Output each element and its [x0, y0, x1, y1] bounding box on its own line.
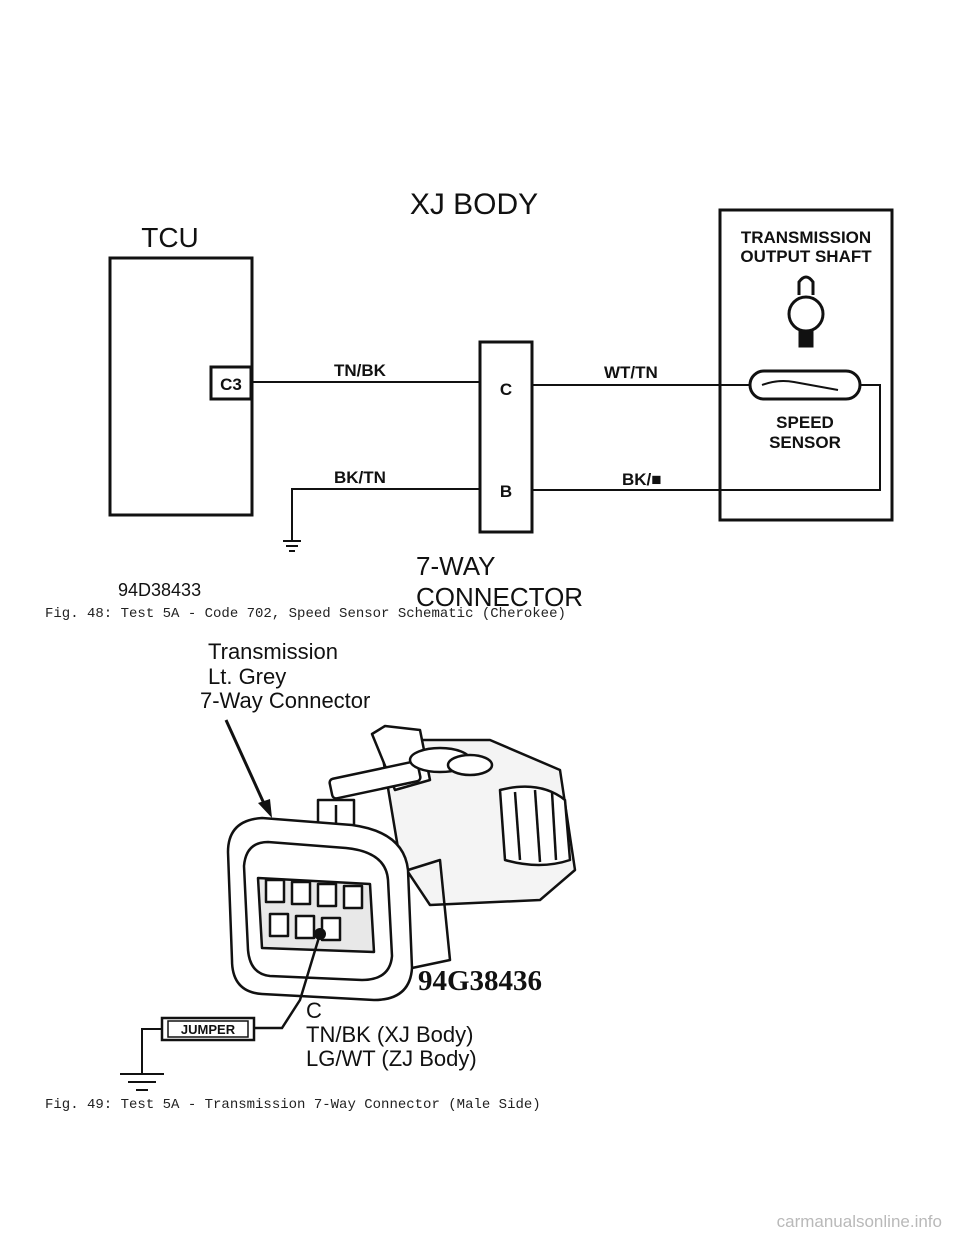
jumper-label-box	[167, 1020, 249, 1038]
wire-bk-right	[532, 384, 881, 491]
wire-wt-tn-label: WT/TN	[604, 363, 658, 382]
jumper-label: JUMPER	[181, 1022, 236, 1037]
speed-sensor-icon	[748, 369, 862, 401]
schematic-title: XJ BODY	[410, 188, 538, 221]
connector-drawing-id: 94G38436	[418, 965, 542, 997]
connector-illustration: Transmission Lt. Grey 7-Way Connector	[120, 639, 577, 1091]
ground-icon	[120, 1073, 164, 1091]
wire-bk-tn	[291, 488, 480, 540]
wire-bk-right-label: BK/■	[622, 470, 662, 489]
output-shaft-icon	[787, 275, 825, 348]
tcu-pin-label: C3	[220, 375, 242, 394]
transmission-label-line2: OUTPUT SHAFT	[740, 247, 872, 266]
jumper-ground-lead	[141, 1028, 162, 1074]
speed-sensor-label-line1: SPEED	[776, 413, 834, 432]
watermark: carmanualsonline.info	[776, 1212, 942, 1231]
figure-49-caption: Fig. 49: Test 5A - Transmission 7-Way Co…	[45, 1097, 541, 1113]
wire-bk-tn-label: BK/TN	[334, 468, 386, 487]
pin-label: C	[306, 998, 322, 1023]
connector-label-line2: CONNECTOR	[416, 582, 583, 612]
callout-arrow-icon	[224, 719, 272, 818]
connector-label-line1: 7-WAY	[416, 551, 495, 581]
seven-way-connector-box	[478, 340, 534, 534]
connector-pin-b: B	[500, 482, 512, 501]
seven-way-connector-icon	[226, 724, 577, 1002]
transmission-label-line1: TRANSMISSION	[741, 228, 871, 247]
wire-tn-bk-label: TN/BK	[334, 361, 387, 380]
pin-wire-xj: TN/BK (XJ Body)	[306, 1022, 473, 1047]
figure-48-caption: Fig. 48: Test 5A - Code 702, Speed Senso…	[45, 606, 566, 622]
tcu-pin-box	[209, 365, 253, 401]
ground-icon	[283, 540, 301, 552]
connector-pin-c: C	[500, 380, 512, 399]
pin-wire-zj: LG/WT (ZJ Body)	[306, 1046, 477, 1071]
speed-sensor-schematic: XJ BODY TCU C3 TN/BK BK/TN C B 7-WAY CON…	[108, 188, 894, 612]
schematic-drawing-id: 94D38433	[118, 580, 201, 600]
callout-line3: 7-Way Connector	[200, 688, 370, 713]
speed-sensor-label-line2: SENSOR	[769, 433, 841, 452]
callout-line1: Transmission	[208, 639, 338, 664]
jumper-lead	[252, 933, 322, 1030]
transmission-output-shaft-box	[718, 208, 894, 522]
callout-line2: Lt. Grey	[208, 664, 286, 689]
tcu-label: TCU	[141, 222, 199, 253]
